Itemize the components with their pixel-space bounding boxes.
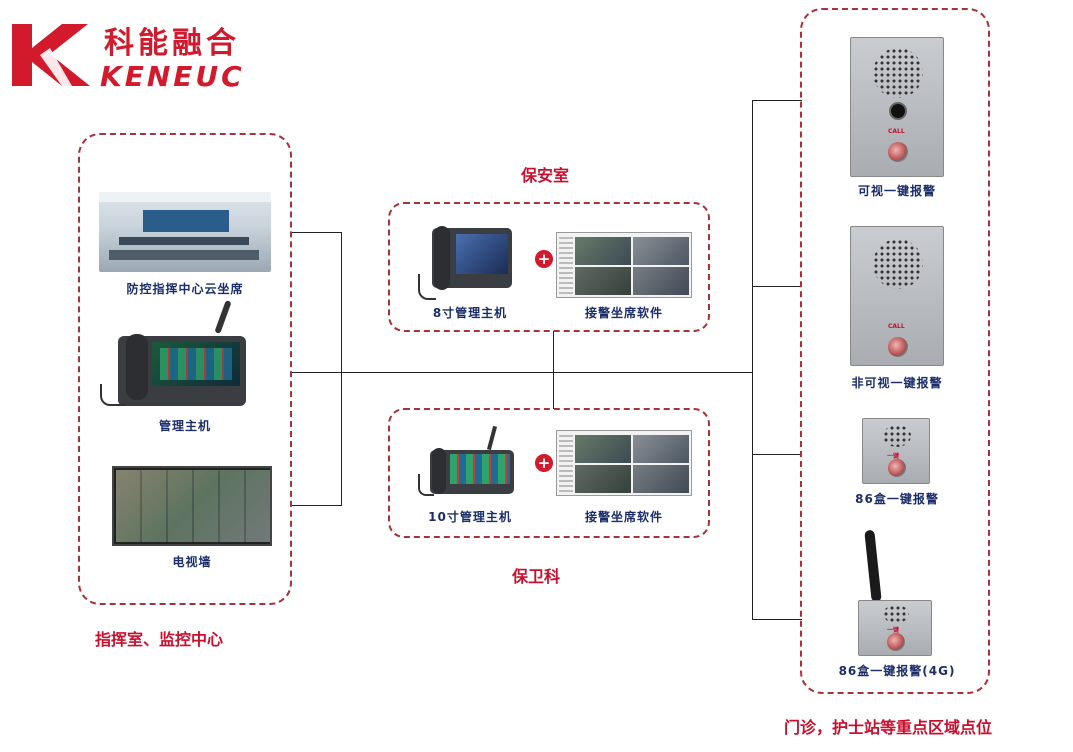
box86-4g-alarm-image: 一键 xyxy=(858,600,932,656)
right-group-box xyxy=(800,8,990,694)
logo-name-cn: 科能融合 xyxy=(104,26,240,61)
security-dept-host-image xyxy=(418,425,518,498)
security-dept-software-label: 接警坐席软件 xyxy=(584,510,663,524)
security-room-title: 保安室 xyxy=(521,166,570,185)
video-wall-image xyxy=(112,466,272,546)
box86-alarm-image: 一键 xyxy=(862,418,930,484)
security-room-software-label: 接警坐席软件 xyxy=(584,306,663,320)
non-visual-alarm-image: CALL xyxy=(850,226,944,366)
connector-line xyxy=(752,100,802,101)
security-room-software-image xyxy=(556,232,692,298)
control-center-image xyxy=(99,192,271,272)
non-visual-alarm-label: 非可视一键报警 xyxy=(851,376,943,390)
security-dept-software-image xyxy=(556,430,692,496)
visual-alarm-image: CALL xyxy=(850,37,944,177)
box86-4g-alarm-label: 86盒一键报警(4G) xyxy=(838,664,956,678)
desk-host-label: 管理主机 xyxy=(158,419,211,433)
control-center-label: 防控指挥中心云坐席 xyxy=(126,282,244,296)
connector-line xyxy=(752,100,753,620)
security-room-box xyxy=(388,202,710,332)
visual-alarm-label: 可视一键报警 xyxy=(857,184,936,198)
security-dept-title: 保卫科 xyxy=(512,567,561,586)
connector-line xyxy=(752,454,802,455)
security-dept-host-label: 10寸管理主机 xyxy=(428,510,512,524)
connector-line xyxy=(341,232,342,506)
box86-alarm-label: 86盒一键报警 xyxy=(855,492,939,506)
connector-line xyxy=(292,372,752,373)
desk-host-image xyxy=(100,299,250,410)
right-group-title: 门诊，护士站等重点区域点位 xyxy=(784,718,993,737)
connector-line xyxy=(752,619,802,620)
logo xyxy=(10,20,280,90)
connector-line xyxy=(292,505,342,506)
logo-k-mark-icon xyxy=(12,24,90,86)
left-group-box xyxy=(78,133,292,605)
plus-icon: + xyxy=(535,454,553,472)
left-group-title: 指挥室、监控中心 xyxy=(95,630,224,649)
connector-line xyxy=(752,286,802,287)
connector-line xyxy=(292,232,342,233)
plus-icon: + xyxy=(535,250,553,268)
video-wall-label: 电视墙 xyxy=(172,555,212,569)
security-room-host-image xyxy=(418,222,518,300)
security-dept-box xyxy=(388,408,710,538)
security-room-host-label: 8寸管理主机 xyxy=(432,306,508,320)
logo-name-en: KENEUC xyxy=(100,60,245,93)
connector-line xyxy=(553,331,554,409)
